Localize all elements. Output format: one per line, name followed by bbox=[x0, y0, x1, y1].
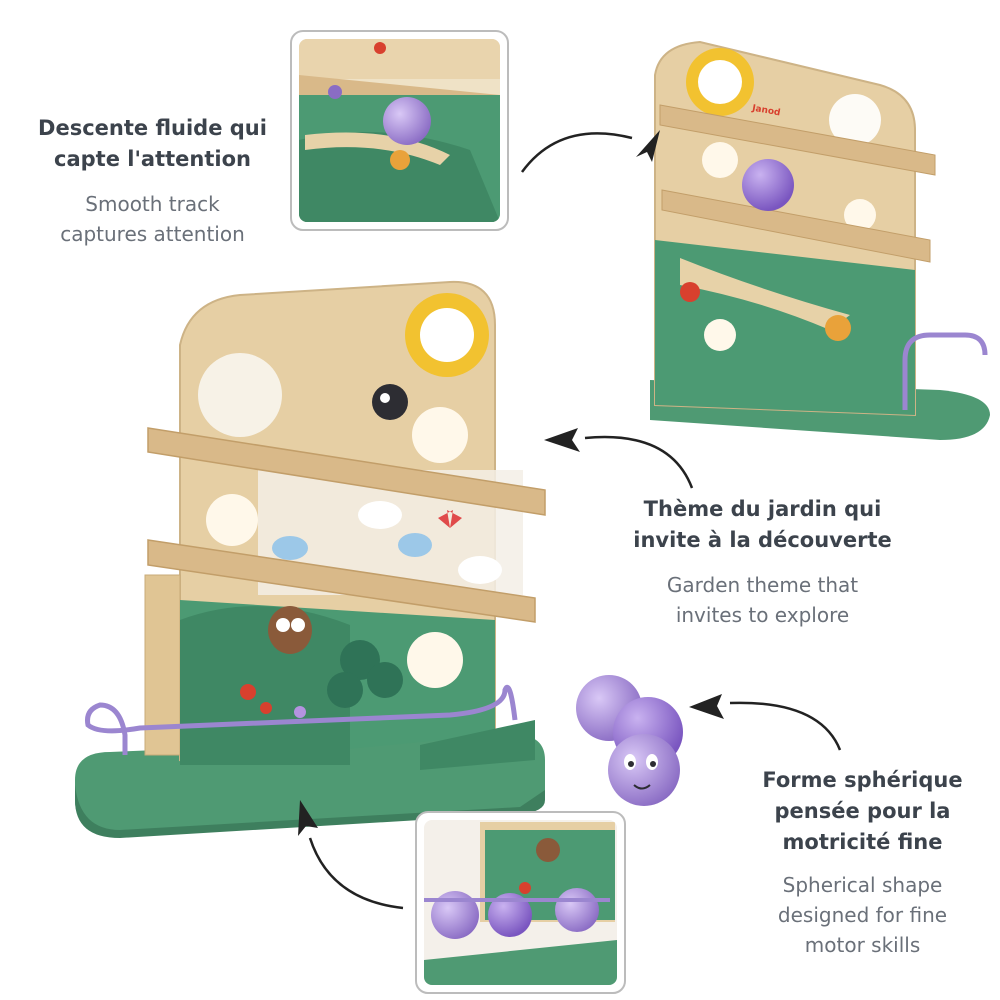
caption-bottom: Forme sphérique pensée pour la motricité… bbox=[750, 765, 975, 960]
caption-middle-french-line-1: Thème du jardin qui bbox=[643, 497, 882, 521]
product-image-main bbox=[75, 280, 546, 838]
balls-group bbox=[576, 675, 683, 806]
inset-photo-bottom bbox=[415, 811, 626, 994]
caption-bottom-english-line-3: motor skills bbox=[804, 933, 921, 957]
caption-top: Descente fluide qui capte l'attention Sm… bbox=[30, 113, 275, 249]
caption-bottom-french-line-3: motricité fine bbox=[782, 830, 943, 854]
arrow-balls-connector bbox=[729, 701, 842, 751]
caption-top-english-line-1: Smooth track bbox=[85, 192, 220, 216]
caption-bottom-french-line-1: Forme sphérique bbox=[762, 768, 963, 792]
caption-bottom-english: Spherical shape designed for fine motor … bbox=[750, 870, 975, 960]
caption-top-english: Smooth track captures attention bbox=[30, 189, 275, 249]
caption-bottom-english-line-1: Spherical shape bbox=[782, 873, 943, 897]
arrow-middle-connector bbox=[584, 435, 694, 489]
product-image-top-right bbox=[650, 40, 990, 440]
caption-middle-french-line-2: invite à la découverte bbox=[633, 528, 892, 552]
arrowhead-balls bbox=[689, 694, 724, 719]
caption-middle-english-line-2: invites to explore bbox=[675, 603, 850, 627]
caption-middle-french: Thème du jardin qui invite à la découver… bbox=[625, 494, 900, 556]
caption-middle-english-line-1: Garden theme that bbox=[666, 573, 859, 597]
caption-middle-english: Garden theme that invites to explore bbox=[625, 570, 900, 630]
inset-photo-top bbox=[290, 30, 509, 231]
caption-top-french-line-2: capte l'attention bbox=[54, 147, 251, 171]
caption-bottom-french: Forme sphérique pensée pour la motricité… bbox=[750, 765, 975, 858]
arrow-top-connector bbox=[520, 132, 633, 173]
caption-bottom-french-line-2: pensée pour la bbox=[774, 799, 951, 823]
arrow-bottom-connector bbox=[308, 837, 404, 910]
caption-top-english-line-2: captures attention bbox=[60, 222, 245, 246]
caption-middle: Thème du jardin qui invite à la découver… bbox=[625, 494, 900, 630]
arrowhead-bottom bbox=[298, 800, 318, 836]
caption-bottom-english-line-2: designed for fine bbox=[777, 903, 948, 927]
caption-top-french: Descente fluide qui capte l'attention bbox=[30, 113, 275, 175]
caption-top-french-line-1: Descente fluide qui bbox=[38, 116, 267, 140]
arrowhead-middle bbox=[544, 428, 580, 452]
arrowhead-top bbox=[636, 130, 660, 162]
